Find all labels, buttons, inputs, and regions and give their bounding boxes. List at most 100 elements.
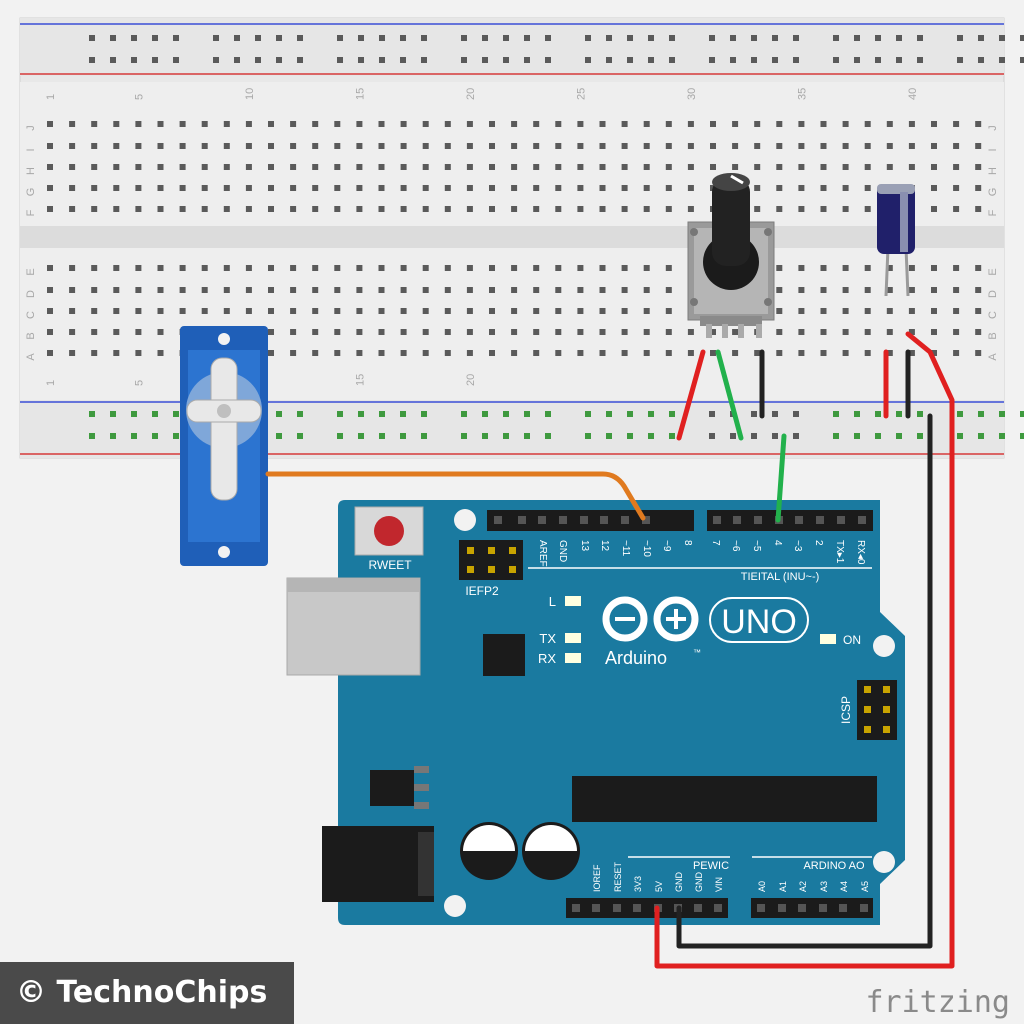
- breadboard-hole: [157, 164, 164, 170]
- header-pin: [839, 904, 847, 912]
- breadboard-hole: [334, 308, 341, 314]
- breadboard-hole: [113, 308, 120, 314]
- breadboard-hole: [732, 143, 739, 149]
- breadboard-hole: [687, 121, 694, 127]
- rail-hole: [709, 433, 715, 439]
- digital-header-pins: [494, 516, 866, 524]
- rail-hole: [772, 433, 778, 439]
- breadboard-hole: [908, 164, 915, 170]
- breadboard-hole: [69, 143, 76, 149]
- breadboard-hole: [69, 308, 76, 314]
- breadboard-hole: [555, 164, 562, 170]
- header-pin: [713, 516, 721, 524]
- breadboard-hole: [489, 265, 495, 271]
- breadboard-hole: [886, 143, 893, 149]
- breadboard-hole: [179, 308, 186, 314]
- breadboard-hole: [665, 143, 672, 149]
- breadboard-hole: [290, 121, 297, 127]
- rail-hole: [461, 433, 467, 439]
- row-letter: F: [987, 209, 999, 216]
- breadboard-hole: [268, 164, 274, 170]
- rail-hole: [337, 35, 343, 41]
- row-letter: A: [987, 353, 999, 361]
- rail-hole: [585, 57, 591, 63]
- breadboard-hole: [157, 265, 164, 271]
- breadboard-hole: [842, 185, 849, 191]
- breadboard-hole: [864, 308, 871, 314]
- breadboard-hole: [489, 206, 495, 212]
- breadboard-hole: [422, 206, 429, 212]
- breadboard-hole: [931, 265, 937, 271]
- header-pin: [621, 516, 629, 524]
- breadboard-hole: [975, 206, 982, 212]
- breadboard-hole: [356, 350, 363, 356]
- breadboard-hole: [621, 143, 628, 149]
- rail-hole: [854, 35, 860, 41]
- breadboard-hole: [798, 121, 805, 127]
- breadboard-hole: [466, 121, 473, 127]
- breadboard-hole: [665, 265, 672, 271]
- bottom-header-pins: [572, 904, 868, 912]
- breadboard-hole: [334, 121, 341, 127]
- rail-hole: [234, 57, 240, 63]
- breadboard-hole: [312, 164, 319, 170]
- column-number: 5: [133, 380, 145, 386]
- row-letter: D: [25, 290, 37, 298]
- breadboard-hole: [599, 265, 606, 271]
- breadboard-hole: [886, 329, 893, 335]
- breadboard-hole: [223, 287, 230, 293]
- header-pin: [580, 516, 588, 524]
- breadboard-hole: [886, 164, 893, 170]
- breadboard-hole: [422, 329, 429, 335]
- breadboard-hole: [798, 287, 805, 293]
- rail-hole: [730, 433, 736, 439]
- column-number: 5: [133, 94, 145, 100]
- rail-hole: [358, 433, 364, 439]
- breadboard-hole: [754, 206, 761, 212]
- breadboard-hole: [179, 206, 186, 212]
- rail-hole: [524, 411, 530, 417]
- breadboard-hole: [69, 206, 76, 212]
- breadboard-hole: [599, 164, 606, 170]
- breadboard-hole: [91, 265, 98, 271]
- power-pin-label: GND: [694, 872, 704, 893]
- rail-hole: [421, 411, 427, 417]
- breadboard-hole: [643, 164, 650, 170]
- breadboard-hole: [820, 121, 827, 127]
- breadboard-hole: [687, 185, 694, 191]
- breadboard-hole: [710, 350, 716, 356]
- copyright-watermark: © TechnoChips: [0, 962, 294, 1024]
- rail-hole: [606, 411, 612, 417]
- rail-hole: [173, 411, 179, 417]
- breadboard-hole: [135, 185, 142, 191]
- digital-pin-label: ~5: [751, 540, 762, 552]
- breadboard-hole: [798, 329, 805, 335]
- row-letter: H: [25, 167, 37, 175]
- rail-hole: [379, 35, 385, 41]
- breadboard-hole: [91, 185, 98, 191]
- breadboard-hole: [908, 329, 915, 335]
- breadboard-hole: [886, 287, 893, 293]
- rail-hole: [793, 433, 799, 439]
- breadboard-hole: [245, 143, 252, 149]
- rail-hole: [1020, 57, 1024, 63]
- breadboard-hole: [312, 329, 319, 335]
- breadboard-hole: [754, 164, 761, 170]
- rail-hole: [627, 411, 633, 417]
- breadboard-hole: [135, 143, 142, 149]
- potentiometer-knob[interactable]: [712, 178, 750, 266]
- trademark: ™: [693, 648, 701, 657]
- breadboard-hole: [113, 185, 120, 191]
- breadboard-hole: [400, 350, 407, 356]
- breadboard-hole: [489, 350, 495, 356]
- breadboard-hole: [400, 143, 407, 149]
- breadboard-hole: [245, 164, 252, 170]
- breadboard-hole: [312, 265, 319, 271]
- rail-hole: [461, 35, 467, 41]
- rail-hole: [957, 411, 963, 417]
- breadboard-hole: [555, 143, 562, 149]
- breadboard-hole: [422, 308, 429, 314]
- breadboard-hole: [776, 121, 783, 127]
- breadboard-hole: [466, 143, 473, 149]
